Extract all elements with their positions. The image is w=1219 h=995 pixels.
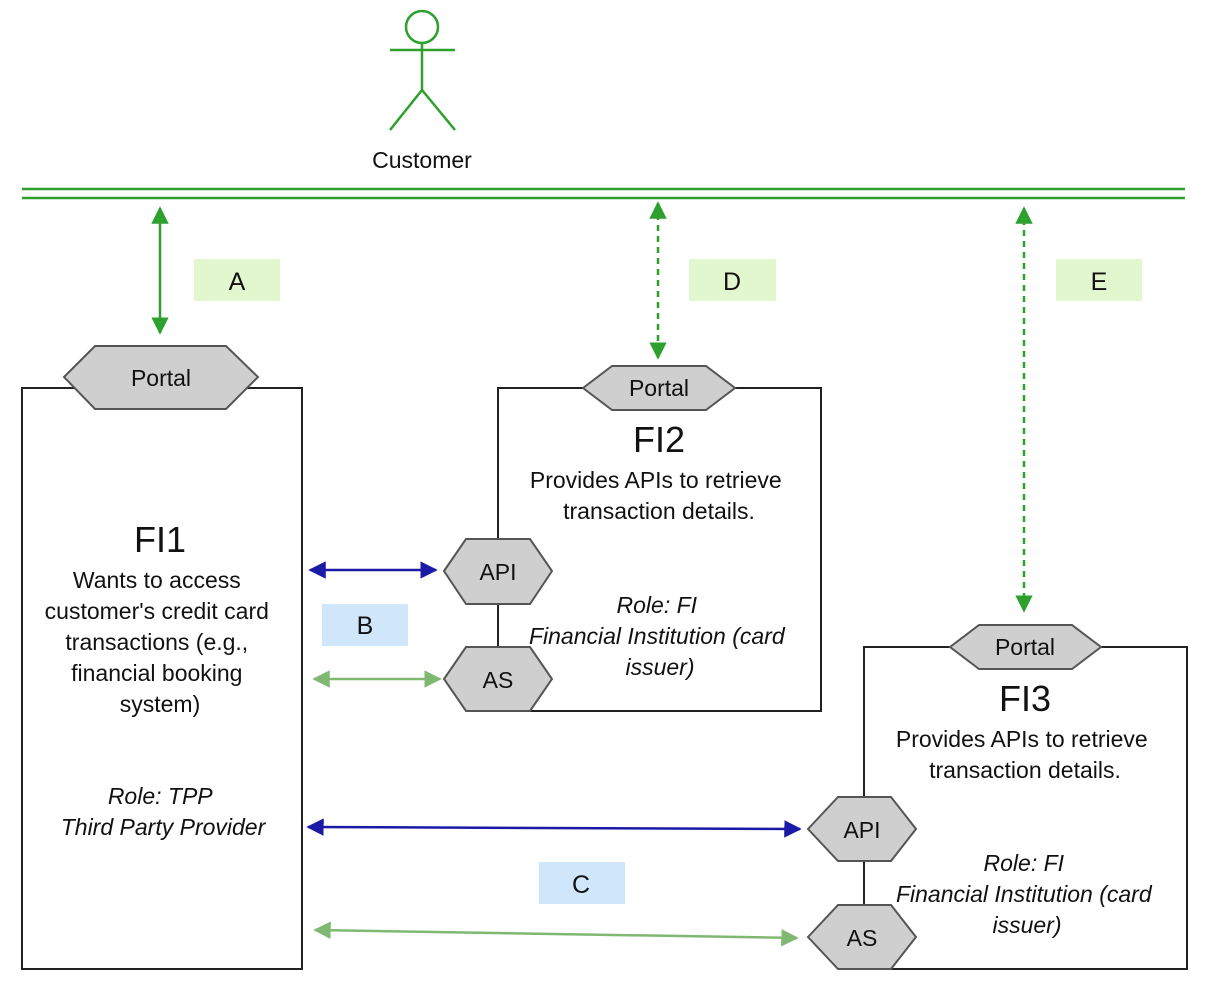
connection-e-label: E: [1091, 268, 1108, 296]
fi1-description-line: Wants to access: [73, 567, 241, 593]
fi2-title: FI2: [633, 419, 685, 460]
connection-b-label: B: [357, 612, 374, 640]
fi2-role-line: Financial Institution (card: [529, 623, 786, 649]
fi2-api-hexagon: [442, 538, 554, 605]
fi1-role-line: Role: TPP: [108, 783, 213, 809]
fi3-description-line: Provides APIs to retrieve: [896, 726, 1148, 752]
fi1-description-line: financial booking: [71, 660, 242, 686]
connection-c-label: C: [572, 871, 590, 899]
fi2-role: Role: FI Financial Institution (card iss…: [529, 592, 791, 680]
fi3-role: Role: FI Financial Institution (card iss…: [896, 850, 1158, 938]
fi2-as-hexagon: [442, 646, 554, 712]
fi2-description: Provides APIs to retrieve transaction de…: [530, 467, 788, 524]
fi2-box: [497, 387, 822, 712]
fi2-description-line: transaction details.: [563, 498, 755, 524]
fi3-api-hexagon: [806, 796, 918, 862]
connection-d-label: D: [723, 268, 741, 296]
fi1-description-line: customer's credit card: [45, 598, 269, 624]
fi3-portal-hexagon: [948, 624, 1103, 670]
customer-label: Customer: [372, 147, 472, 173]
fi1-description-line: transactions (e.g.,: [65, 629, 248, 655]
fi2-as-label: AS: [483, 667, 514, 693]
fi1-description: Wants to access customer's credit card t…: [45, 567, 276, 717]
connection-a-label: A: [229, 268, 246, 296]
fi3-description: Provides APIs to retrieve transaction de…: [896, 726, 1154, 783]
fi2-portal-hexagon: [581, 365, 737, 411]
fi1-box: [21, 387, 303, 970]
fi3-title: FI3: [999, 678, 1051, 719]
fi3-as-hexagon: [806, 904, 918, 970]
fi3-description-line: transaction details.: [929, 757, 1121, 783]
connection-b-label-bg: [322, 604, 408, 646]
fi1-description-line: system): [120, 691, 201, 717]
fi1-role-line: Third Party Provider: [61, 814, 267, 840]
connection-d-label-bg: [689, 259, 776, 301]
connection-c-api-arrow: [306, 818, 802, 838]
connection-a-label-bg: [194, 259, 280, 301]
fi1-portal-hexagon: [62, 345, 260, 410]
connection-e-label-bg: [1056, 259, 1142, 301]
fi2-role-line: Role: FI: [617, 592, 698, 618]
fi1-portal-label: Portal: [131, 365, 191, 391]
fi1-role: Role: TPP Third Party Provider: [61, 783, 267, 840]
fi3-portal-label: Portal: [995, 634, 1055, 660]
fi2-portal-label: Portal: [629, 375, 689, 401]
customer-boundary-line: [22, 187, 1185, 200]
fi3-api-label: API: [843, 817, 880, 843]
fi3-role-line: Role: FI: [984, 850, 1065, 876]
fi1-title: FI1: [134, 519, 186, 560]
fi2-role-line: issuer): [625, 654, 694, 680]
fi2-api-label: API: [479, 559, 516, 585]
fi3-role-line: issuer): [992, 912, 1061, 938]
fi3-role-line: Financial Institution (card: [896, 881, 1153, 907]
fi2-description-line: Provides APIs to retrieve: [530, 467, 782, 493]
customer-actor-icon: [389, 9, 456, 131]
connection-c-label-bg: [539, 862, 625, 904]
connection-c-as-arrow: [313, 921, 799, 947]
fi3-box: [863, 646, 1188, 970]
fi3-as-label: AS: [847, 925, 878, 951]
